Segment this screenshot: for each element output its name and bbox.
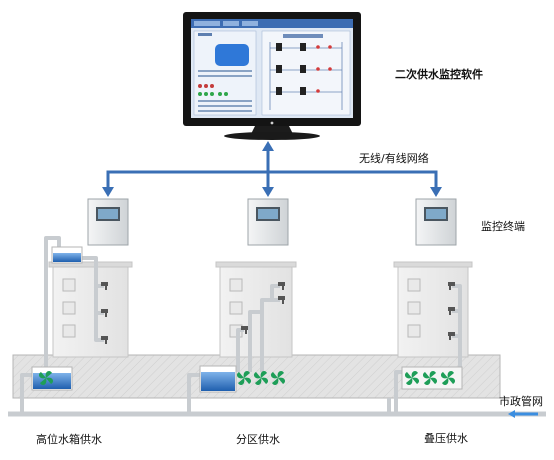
network-lines [106,145,438,195]
network-arrows [102,141,442,197]
network-label: 无线/有线网络 [359,152,429,165]
pump-icon [440,370,456,386]
monitor [183,12,361,140]
building-2 [215,261,297,358]
taps [101,282,455,344]
monitor-base [224,132,320,140]
ground-tank-1 [31,366,73,391]
control-cabinet-2 [247,198,289,246]
control-cabinet-1 [87,198,129,246]
pump-icon [236,370,252,386]
terminal-label: 监控终端 [481,220,525,233]
ground-tank-2 [199,365,237,393]
pressure-supply-label: 叠压供水 [424,432,468,445]
pump-icon [422,370,438,386]
high-tank-label: 高位水箱供水 [36,433,102,446]
pump-icon [270,370,286,386]
software-label: 二次供水监控软件 [395,68,483,81]
zone-supply-label: 分区供水 [236,433,280,446]
rooftop-tank [51,246,83,264]
municipal-label: 市政管网 [499,395,543,408]
pump-icon [404,370,420,386]
flow-arrow [508,410,538,418]
building-3 [393,261,473,358]
control-cabinet-3 [415,198,457,246]
pumps [38,370,456,386]
monitor-stand [251,126,293,134]
pump-icon [38,370,54,386]
building-1 [48,261,133,358]
pump-icon [253,370,269,386]
